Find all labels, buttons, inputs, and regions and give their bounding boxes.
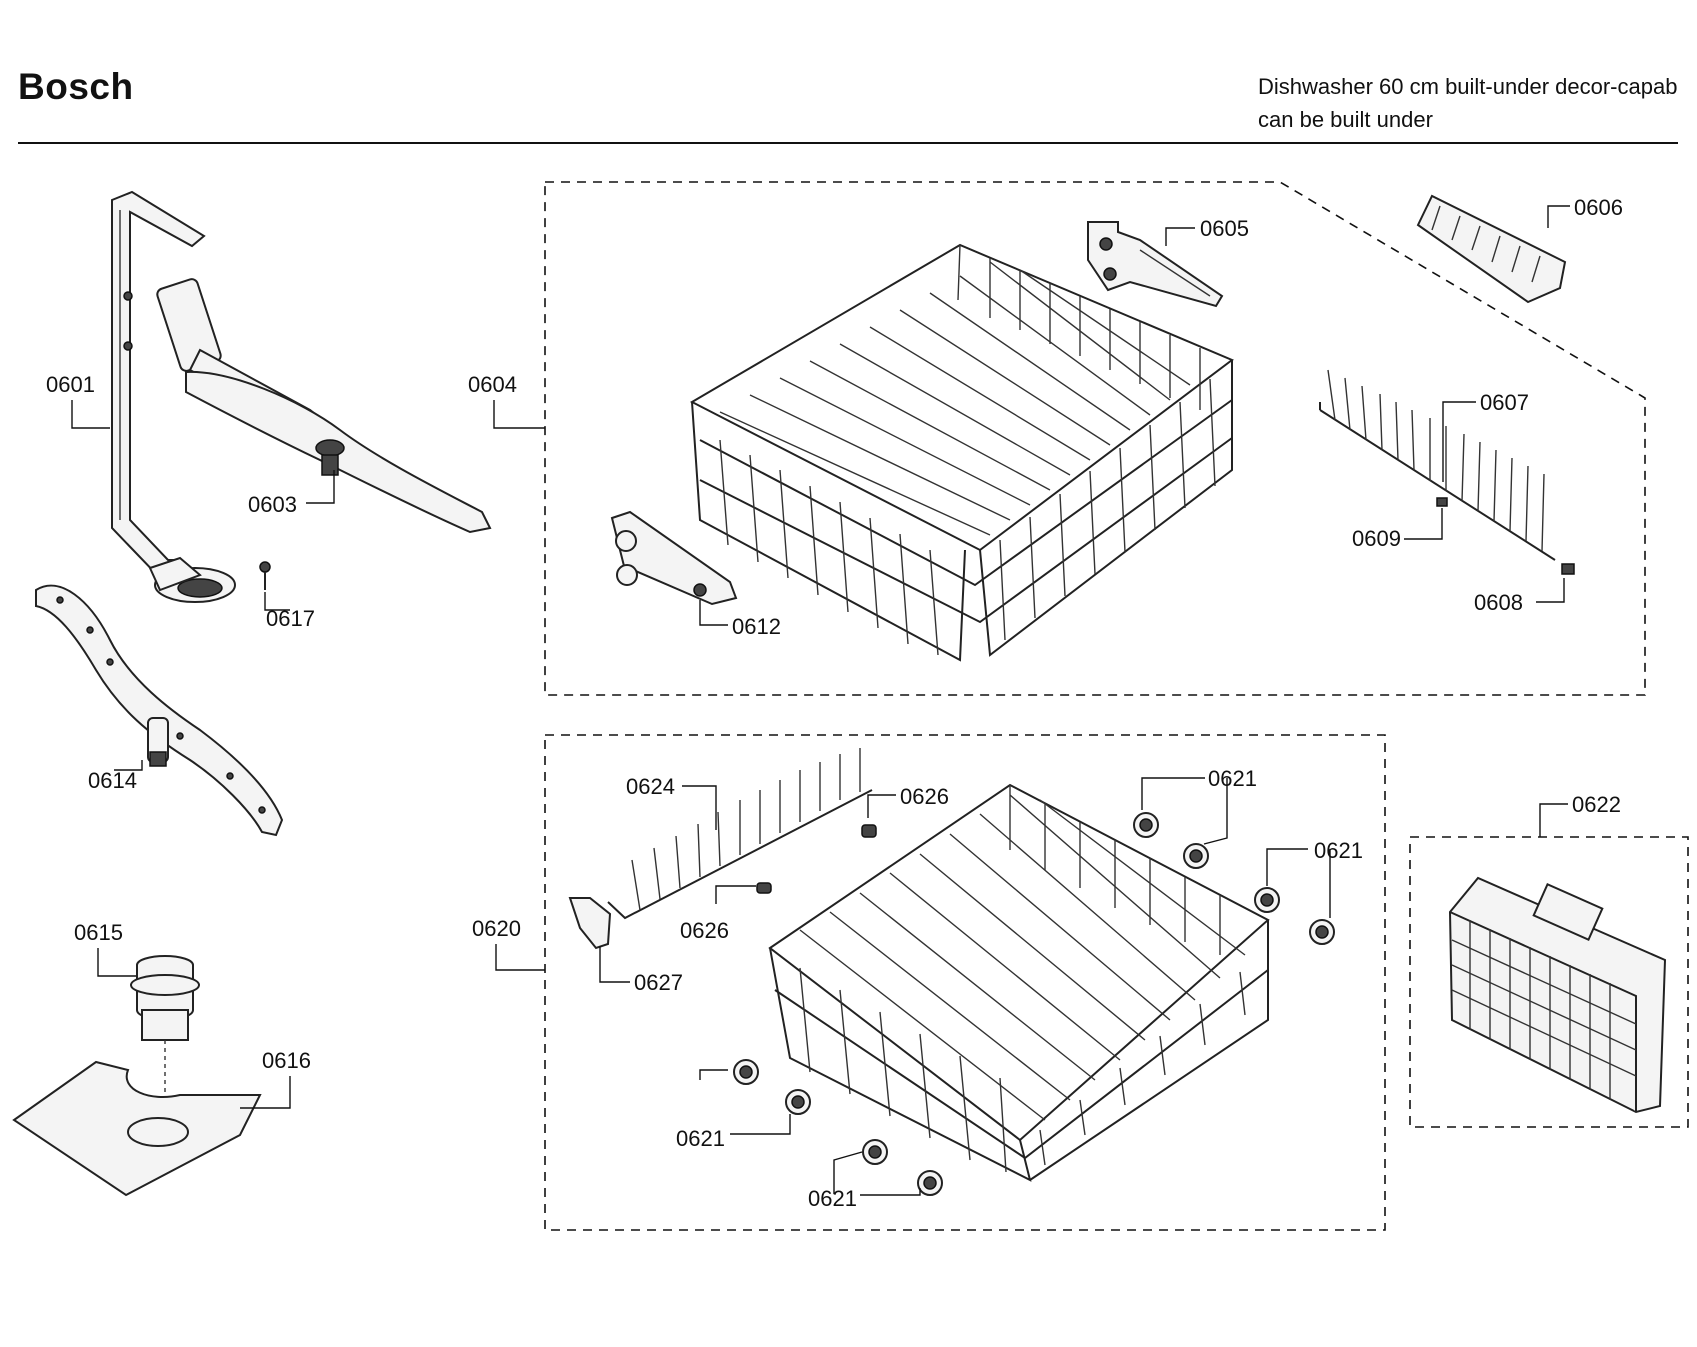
lower-rack-illustration — [768, 783, 1270, 1182]
upper-rack-illustration — [689, 243, 1234, 662]
part-label: 0617 — [266, 606, 315, 631]
lower-spray-arm-illustration — [35, 584, 284, 837]
header-rule — [18, 142, 1678, 144]
leader-lines — [71, 205, 1570, 1196]
document-title: Dishwasher 60 cm built-under decor-capab… — [1258, 70, 1697, 136]
part-label: 0606 — [1574, 195, 1623, 220]
part-label: 0622 — [1572, 792, 1621, 817]
part-label: 0627 — [634, 970, 683, 995]
cutlery-basket-illustration — [1448, 876, 1667, 1114]
part-label: 0612 — [732, 614, 781, 639]
part-label: 0616 — [262, 1048, 311, 1073]
part-label: 0615 — [74, 920, 123, 945]
part-label: 0603 — [248, 492, 297, 517]
part-label: 0626 — [680, 918, 729, 943]
part-label: 0621 — [676, 1126, 725, 1151]
rack-wheels-illustration — [733, 812, 1335, 1196]
part-label: 0621 — [1208, 766, 1257, 791]
upper-rack-group-box — [544, 181, 1646, 696]
document-title-line-2: can be built under — [1258, 107, 1433, 132]
tine-row-holder-illustration — [568, 897, 612, 950]
part-label: 0608 — [1474, 590, 1523, 615]
microfilter-plate-illustration — [12, 1060, 262, 1197]
upper-spray-arm-illustration — [156, 278, 492, 534]
part-label: 0601 — [46, 372, 95, 397]
filter-cylinder-illustration — [130, 955, 200, 1135]
cutlery-basket-group-box — [1409, 836, 1689, 1128]
part-label: 0621 — [1314, 838, 1363, 863]
part-label: 0605 — [1200, 216, 1249, 241]
clip-lower-illustration — [756, 882, 772, 894]
rack-adjuster-left-illustration — [610, 510, 738, 606]
foldable-tine-row-lower-illustration — [607, 748, 873, 920]
part-label: 0621 — [808, 1186, 857, 1211]
part-label: 0607 — [1480, 390, 1529, 415]
foldable-tine-row-upper-illustration — [1319, 369, 1575, 575]
lower-rack-group-box — [544, 734, 1386, 1231]
spray-supply-tube-illustration — [111, 190, 236, 603]
part-label: 0609 — [1352, 526, 1401, 551]
part-label: 0614 — [88, 768, 137, 793]
part-label: 0604 — [468, 372, 517, 397]
document-title-line-1: Dishwasher 60 cm built-under decor-capab — [1258, 74, 1678, 99]
part-label: 0626 — [900, 784, 949, 809]
part-label: 0620 — [472, 916, 521, 941]
brand-logo-text: Bosch — [18, 66, 134, 107]
part-number-labels: 0601 0603 0604 0605 0606 0607 0608 0609 … — [46, 195, 1623, 1211]
rack-adjuster-right-illustration — [1087, 221, 1224, 308]
knife-shelf-illustration — [1416, 194, 1567, 304]
clip-upper-illustration — [861, 824, 877, 838]
screw-illustration — [259, 561, 271, 590]
part-label: 0624 — [626, 774, 675, 799]
